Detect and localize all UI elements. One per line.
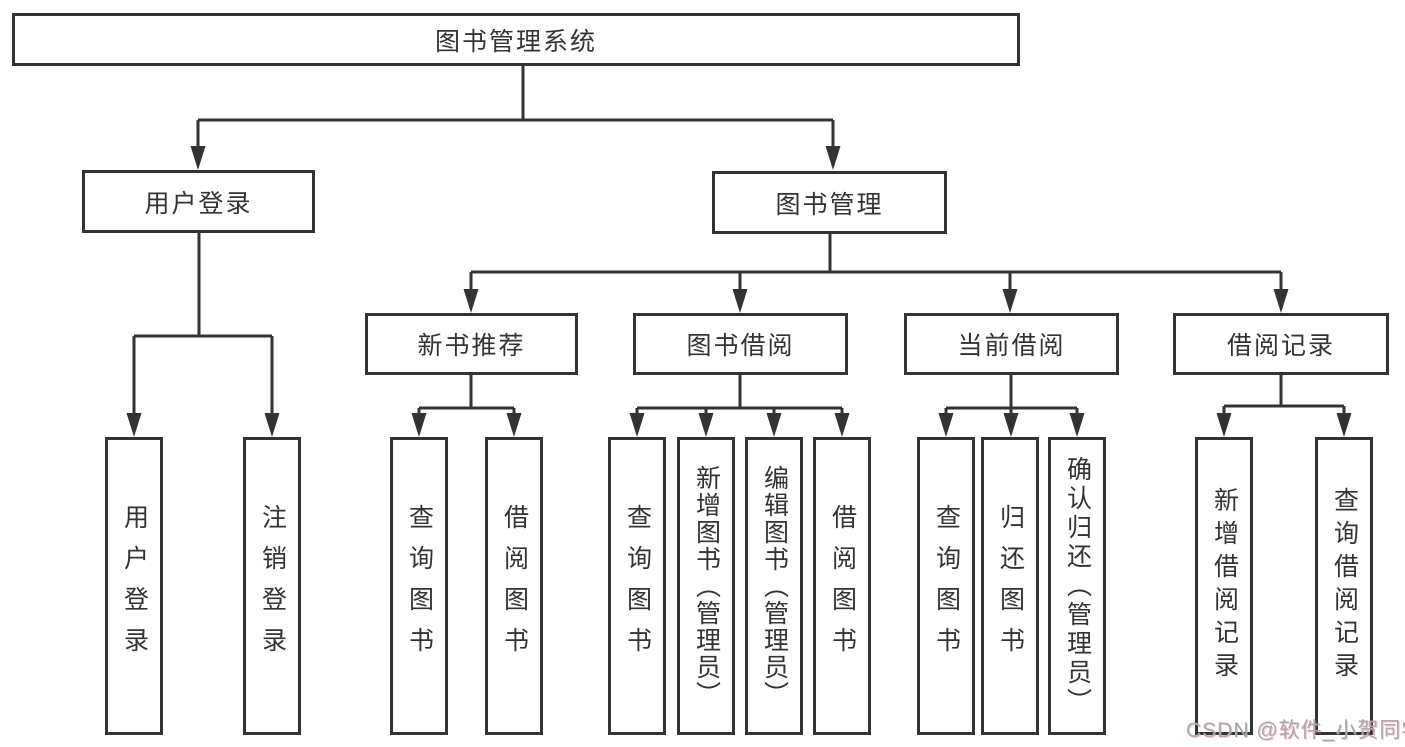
- node-user-login-label: 用户登录: [144, 189, 253, 218]
- node-user-login: 用户登录: [82, 170, 315, 233]
- node-leaf-borrow-books-2: 借阅图书: [813, 437, 871, 735]
- node-leaf-add-borrow-record-label: 新增借阅记录: [1210, 487, 1239, 685]
- node-leaf-query-borrow-record: 查询借阅记录: [1315, 437, 1373, 735]
- node-root: 图书管理系统: [12, 13, 1020, 66]
- node-leaf-borrow-books-1: 借阅图书: [485, 437, 543, 735]
- node-root-label: 图书管理系统: [434, 27, 597, 56]
- node-leaf-borrow-books-1-label: 借阅图书: [500, 504, 529, 668]
- node-book-management: 图书管理: [712, 171, 947, 234]
- node-current-borrow: 当前借阅: [904, 313, 1119, 375]
- node-book-management-label: 图书管理: [775, 190, 884, 219]
- node-leaf-return-books: 归还图书: [981, 437, 1039, 735]
- arrowheads: [126, 146, 1352, 437]
- node-leaf-query-borrow-record-label: 查询借阅记录: [1330, 487, 1359, 685]
- node-leaf-edit-book-admin: 编辑图书（管理员）: [745, 437, 803, 735]
- node-leaf-query-books-2: 查询图书: [608, 437, 666, 735]
- node-leaf-edit-book-admin-label: 编辑图书（管理员）: [760, 464, 789, 708]
- node-book-borrow-label: 图书借阅: [686, 332, 795, 360]
- csdn-watermark: CSDN @软件_小贺同学: [1186, 719, 1405, 742]
- node-leaf-logout: 注销登录: [243, 437, 301, 735]
- node-book-borrow: 图书借阅: [633, 313, 848, 375]
- node-borrow-records-label: 借阅记录: [1226, 332, 1335, 360]
- node-borrow-records: 借阅记录: [1173, 313, 1389, 375]
- node-leaf-return-books-label: 归还图书: [996, 504, 1025, 668]
- node-leaf-query-books-1: 查询图书: [390, 437, 448, 735]
- node-current-borrow-label: 当前借阅: [957, 332, 1066, 360]
- node-leaf-query-books-3-label: 查询图书: [932, 504, 961, 668]
- node-leaf-confirm-return-admin-label: 确认归还（管理员）: [1063, 455, 1092, 717]
- node-leaf-add-book-admin: 新增图书（管理员）: [677, 437, 735, 735]
- node-leaf-query-books-1-label: 查询图书: [405, 504, 434, 668]
- node-new-book-recommend-label: 新书推荐: [417, 332, 526, 360]
- node-leaf-confirm-return-admin: 确认归还（管理员）: [1048, 437, 1106, 735]
- node-leaf-user-login: 用户登录: [105, 437, 163, 735]
- node-leaf-user-login-label: 用户登录: [120, 504, 149, 668]
- node-new-book-recommend: 新书推荐: [365, 313, 578, 375]
- node-leaf-query-books-3: 查询图书: [917, 437, 975, 735]
- node-leaf-logout-label: 注销登录: [258, 504, 287, 668]
- node-leaf-add-book-admin-label: 新增图书（管理员）: [692, 464, 721, 708]
- node-leaf-borrow-books-2-label: 借阅图书: [828, 504, 857, 668]
- node-leaf-query-books-2-label: 查询图书: [623, 504, 652, 668]
- node-leaf-add-borrow-record: 新增借阅记录: [1195, 437, 1253, 735]
